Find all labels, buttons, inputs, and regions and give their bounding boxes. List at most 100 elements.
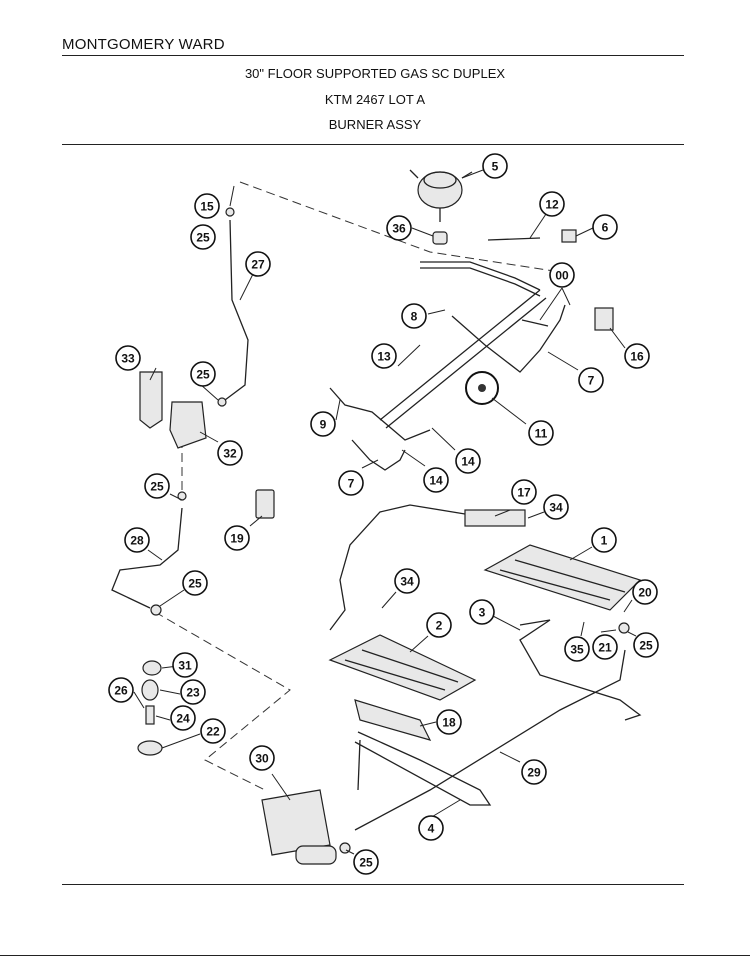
callout-label: 22 bbox=[206, 725, 220, 739]
callout-label: 25 bbox=[359, 856, 373, 870]
callout-circle bbox=[394, 568, 420, 594]
callout-circle bbox=[224, 525, 250, 551]
callout-label: 12 bbox=[545, 198, 559, 212]
leader-lines bbox=[133, 169, 637, 855]
callout-32: 32 bbox=[217, 440, 243, 466]
clip-part bbox=[561, 229, 577, 243]
callout-circle bbox=[401, 303, 427, 329]
burner-valve-part bbox=[409, 169, 473, 222]
callout-9: 9 bbox=[310, 411, 336, 437]
callout-label: 36 bbox=[392, 222, 406, 236]
callout-label: 7 bbox=[348, 477, 355, 491]
callout-circle bbox=[455, 448, 481, 474]
callout-circle bbox=[423, 467, 449, 493]
callout-circle bbox=[115, 345, 141, 371]
fitting-25-parts bbox=[150, 207, 630, 854]
header-rule bbox=[62, 55, 684, 56]
callout-label: 27 bbox=[251, 258, 265, 272]
callout-label: 29 bbox=[527, 766, 541, 780]
callout-24: 24 bbox=[170, 705, 196, 731]
callout-17: 17 bbox=[511, 479, 537, 505]
callout-circle bbox=[194, 193, 220, 219]
callout-label: 24 bbox=[176, 712, 190, 726]
callout-33: 33 bbox=[115, 345, 141, 371]
callout-circle bbox=[371, 343, 397, 369]
callout-35: 35 bbox=[564, 636, 590, 662]
callout-label: 33 bbox=[121, 352, 135, 366]
callout-label: 25 bbox=[150, 480, 164, 494]
callout-36: 36 bbox=[386, 215, 412, 241]
wire-harness-17-part bbox=[329, 504, 526, 631]
callout-circle bbox=[190, 361, 216, 387]
manifold-pipe-part bbox=[379, 261, 547, 429]
callout-label: 9 bbox=[320, 418, 327, 432]
callout-label: 30 bbox=[255, 752, 269, 766]
callout-28: 28 bbox=[124, 527, 150, 553]
callout-label: 31 bbox=[178, 659, 192, 673]
spark-electrode-11 bbox=[465, 371, 499, 405]
callout-label: 28 bbox=[130, 534, 144, 548]
callout-label: 14 bbox=[461, 455, 475, 469]
assembly-name: BURNER ASSY bbox=[328, 117, 422, 132]
igniter-wire-part bbox=[451, 304, 566, 373]
callout-label: 4 bbox=[428, 822, 435, 836]
callout-31: 31 bbox=[172, 652, 198, 678]
callout-circle bbox=[172, 652, 198, 678]
regulator-bracket-32-part bbox=[169, 401, 207, 449]
callout-18: 18 bbox=[436, 709, 462, 735]
tube-28-part bbox=[111, 507, 183, 609]
bracket-33-part bbox=[139, 371, 163, 429]
callout-22: 22 bbox=[200, 718, 226, 744]
callout-circle bbox=[592, 214, 618, 240]
igniter-leads-part bbox=[329, 387, 431, 471]
callout-label: 3 bbox=[479, 606, 486, 620]
callout-15: 15 bbox=[194, 193, 220, 219]
callout-label: 20 bbox=[638, 586, 652, 600]
callout-circle bbox=[182, 570, 208, 596]
callout-circle bbox=[633, 632, 659, 658]
callout-circle bbox=[591, 527, 617, 553]
callout-circle bbox=[200, 718, 226, 744]
callout-circle bbox=[353, 849, 379, 875]
valve-parts-stack bbox=[137, 660, 163, 756]
callout-circle bbox=[543, 494, 569, 520]
callout-circle bbox=[436, 709, 462, 735]
part-19 bbox=[255, 489, 275, 519]
callout-circle bbox=[249, 745, 275, 771]
callout-13: 13 bbox=[371, 343, 397, 369]
callout-27: 27 bbox=[245, 251, 271, 277]
callout-label: 8 bbox=[411, 310, 418, 324]
burner-tube-4-part bbox=[354, 731, 492, 806]
callout-19: 19 bbox=[224, 525, 250, 551]
burner-1-part bbox=[483, 544, 642, 611]
callout-label: 25 bbox=[188, 577, 202, 591]
bracket-18-part bbox=[354, 699, 432, 741]
callout-label: 25 bbox=[196, 368, 210, 382]
callout-circle bbox=[511, 479, 537, 505]
assembly-dashed-lines bbox=[154, 181, 561, 791]
callout-circle bbox=[108, 677, 134, 703]
thermocouple-lead-part bbox=[487, 237, 541, 241]
callout-label: 7 bbox=[588, 374, 595, 388]
callout-label: 17 bbox=[517, 486, 531, 500]
callout-circle bbox=[469, 599, 495, 625]
model-number: KTM 2467 LOT A bbox=[324, 92, 426, 107]
callout-label: 16 bbox=[630, 350, 644, 364]
callout-label: 32 bbox=[223, 447, 237, 461]
callout-14: 14 bbox=[455, 448, 481, 474]
callout-5: 5 bbox=[482, 153, 508, 179]
callout-circle bbox=[521, 759, 547, 785]
page-edge-rule bbox=[0, 955, 750, 956]
callout-29: 29 bbox=[521, 759, 547, 785]
callout-circle bbox=[549, 262, 575, 288]
diagram-title: 30" FLOOR SUPPORTED GAS SC DUPLEX bbox=[244, 66, 506, 81]
callout-7: 7 bbox=[338, 470, 364, 496]
callout-00: 00 bbox=[549, 262, 575, 288]
callout-label: 35 bbox=[570, 643, 584, 657]
callout-circle bbox=[418, 815, 444, 841]
switch-part bbox=[594, 307, 614, 331]
callout-circle bbox=[482, 153, 508, 179]
callout-label: 19 bbox=[230, 532, 244, 546]
